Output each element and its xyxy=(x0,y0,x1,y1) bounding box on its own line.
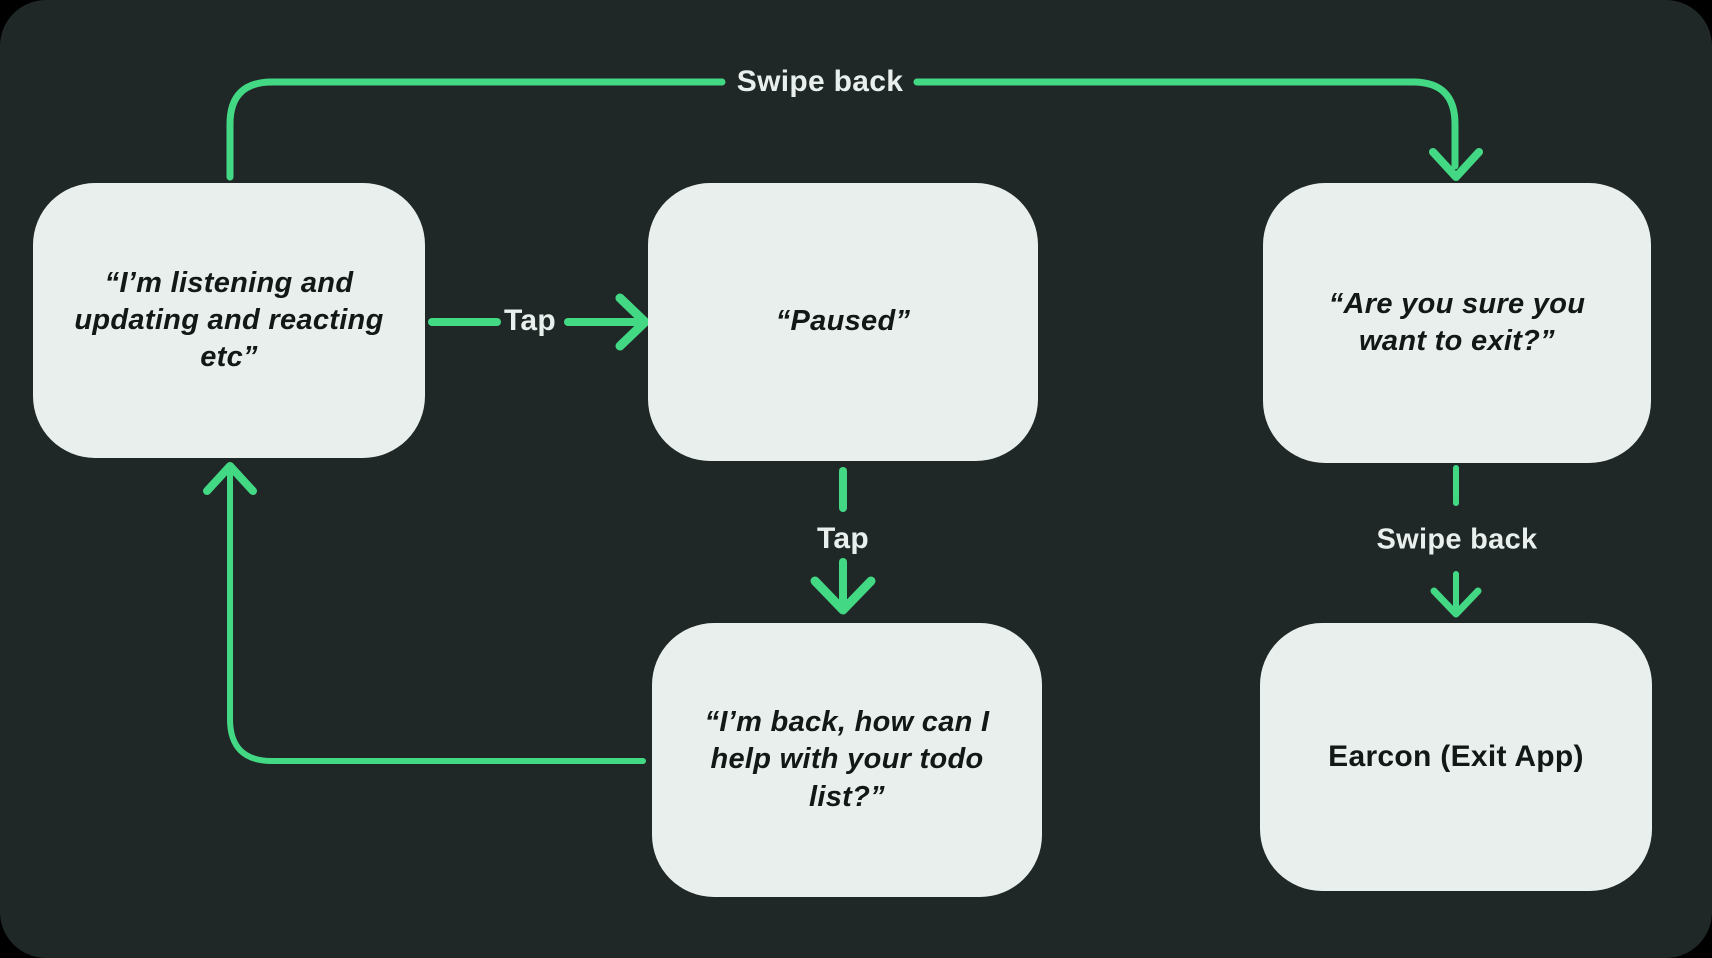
arrowhead-up-into-listening xyxy=(203,462,257,495)
node-listening-text: “I’m listening and updating and reacting… xyxy=(74,266,384,374)
node-paused-text: “Paused” xyxy=(775,305,911,338)
node-confirm-exit-state: “Are you sure you want to exit?” xyxy=(1263,183,1651,463)
edge-swipe-back-top-left-segment xyxy=(226,78,726,181)
edge-swipe-back-top-right-segment xyxy=(913,78,1459,170)
edge-label-swipe-back-down: Swipe back xyxy=(1376,523,1538,556)
edge-label-swipe-back-top: Swipe back xyxy=(736,65,904,98)
node-earcon-exit-state: Earcon (Exit App) xyxy=(1260,623,1652,891)
arrowhead-right-into-paused xyxy=(615,293,650,351)
node-confirm-exit-text: “Are you sure you want to exit?” xyxy=(1328,287,1586,357)
node-back-from-pause-state: “I’m back, how can I help with your todo… xyxy=(652,623,1042,897)
edge-return-loop xyxy=(227,469,646,764)
arrowhead-down-into-back-from-pause xyxy=(810,576,876,615)
node-listening-state: “I’m listening and updating and reacting… xyxy=(33,183,425,458)
edge-label-tap-down: Tap xyxy=(816,522,870,555)
edge-label-tap-right: Tap xyxy=(503,304,557,337)
arrowhead-down-into-earcon-exit xyxy=(1430,587,1482,618)
node-back-from-pause-text: “I’m back, how can I help with your todo… xyxy=(704,706,990,813)
node-paused-state: “Paused” xyxy=(648,183,1038,461)
node-earcon-exit-text: Earcon (Exit App) xyxy=(1328,739,1584,773)
arrowhead-down-into-confirm-exit xyxy=(1429,148,1483,181)
